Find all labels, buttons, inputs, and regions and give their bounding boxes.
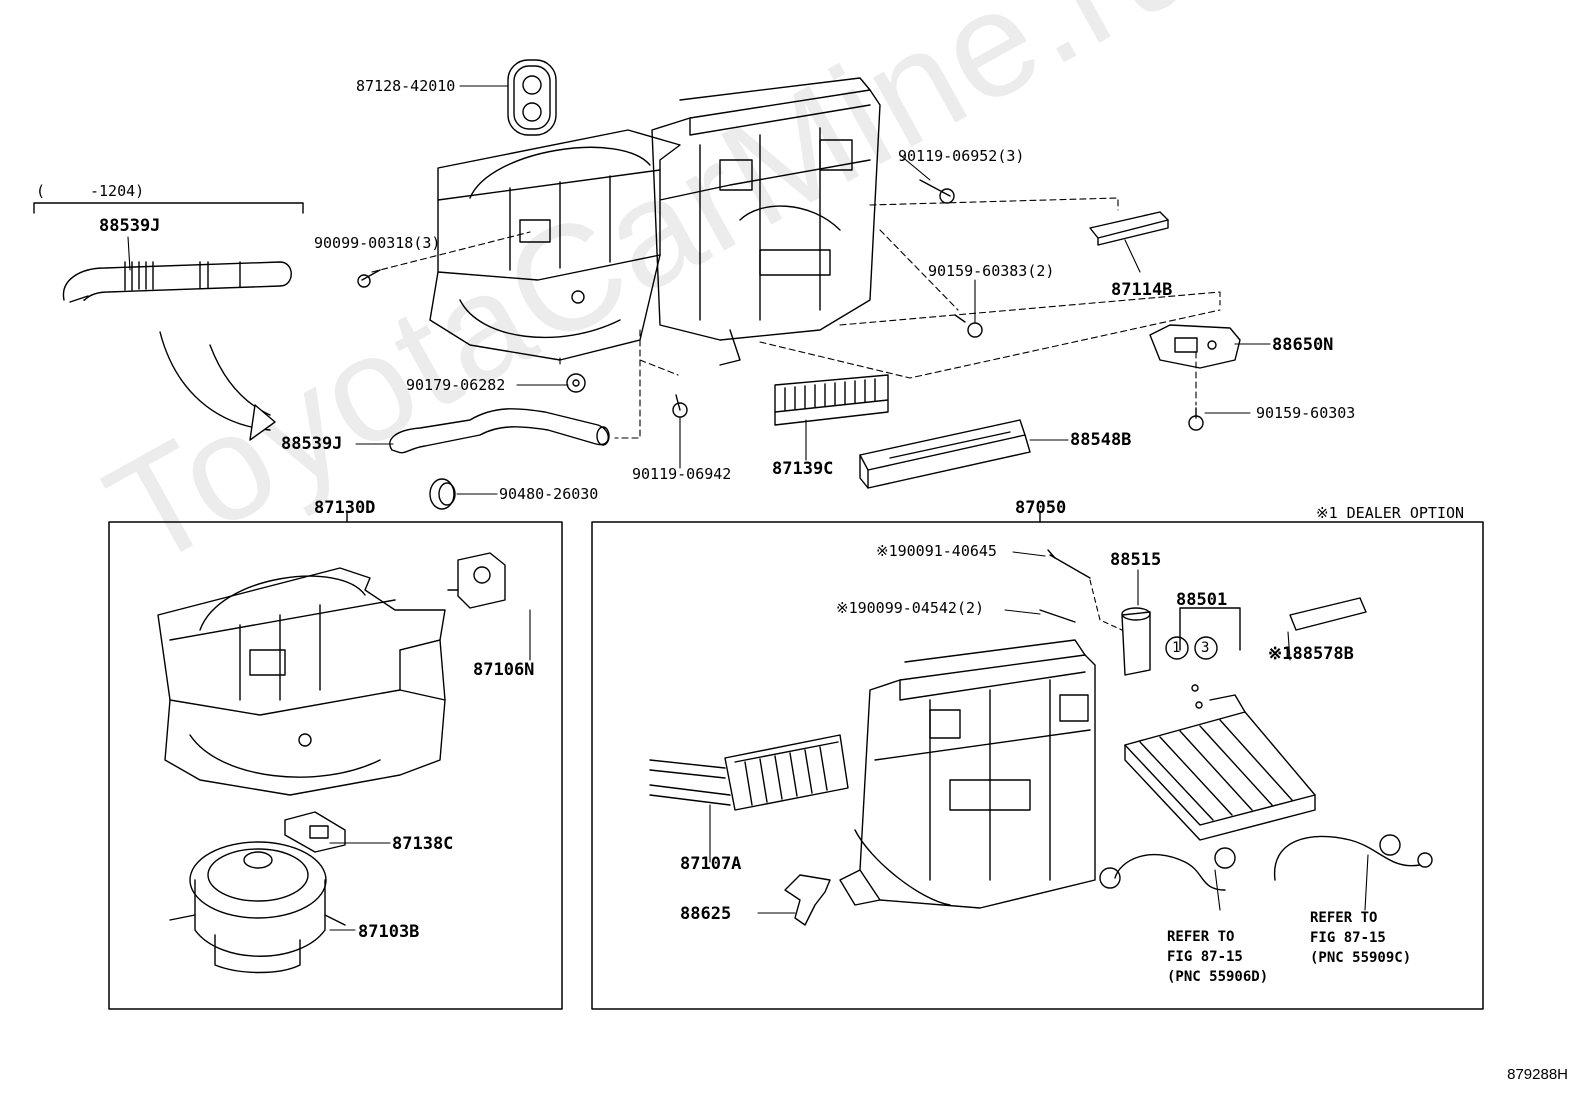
refer-left-line2: FIG 87-15 [1167, 949, 1243, 965]
circled-1-label: 1 [1172, 640, 1181, 656]
blower-87130D [157, 567, 446, 796]
label-87138C: 87138C [392, 834, 454, 854]
label-87114B: 87114B [1111, 280, 1173, 300]
sensor-55906D [1099, 847, 1236, 891]
servo-87106N [447, 552, 506, 609]
curved-arrow-icon [159, 331, 276, 441]
label-88539J-top: 88539J [99, 216, 161, 236]
hose-88539J [389, 408, 610, 454]
range-open: ( [36, 182, 46, 200]
label-90179-06282: 90179-06282 [406, 376, 506, 394]
circled-3-icon [1194, 636, 1218, 660]
refer-right-line2: FIG 87-15 [1310, 930, 1386, 946]
label-90159-60383: 90159-60383(2) [928, 262, 1055, 280]
range-value: -1204) [90, 182, 145, 200]
frame-87130D [108, 521, 563, 1010]
label-90119-06952: 90119-06952(3) [898, 147, 1025, 165]
air-conditioner-unit-87050 [839, 639, 1096, 909]
refer-note-left: REFER TO FIG 87-15 (PNC 55906D) [1167, 927, 1268, 987]
label-88625: 88625 [680, 904, 732, 924]
range-bracket [33, 202, 304, 214]
heater-core-87107A [649, 734, 849, 811]
grommet-90480-26030 [429, 478, 456, 510]
label-88539J: 88539J [281, 434, 343, 454]
filter-87114B [1089, 211, 1169, 246]
screw-90119-06952 [919, 179, 955, 204]
cover-88548B [859, 419, 1031, 489]
bolt-90091-40645 [1047, 549, 1091, 579]
refer-right-line3: (PNC 55909C) [1310, 950, 1412, 966]
blower-assembly-top [429, 129, 681, 361]
refer-left-line1: REFER TO [1167, 929, 1235, 945]
label-90480-26030: 90480-26030 [499, 485, 599, 503]
label-87139C: 87139C [772, 459, 834, 479]
motor-87103B [169, 841, 346, 974]
refer-left-line3: (PNC 55906D) [1167, 969, 1269, 985]
label-88650N: 88650N [1272, 335, 1334, 355]
refer-note-right: REFER TO FIG 87-15 (PNC 55909C) [1310, 908, 1411, 968]
air-conditioner-unit-top [651, 77, 881, 366]
label-90159-60303: 90159-60303 [1256, 404, 1356, 422]
frame-87050 [591, 521, 1484, 1010]
label-88515: 88515 [1110, 550, 1162, 570]
label-87130D: 87130D [314, 498, 376, 518]
sensor-55909C [1273, 834, 1433, 881]
label-87128-42010: 87128-42010 [356, 77, 456, 95]
screw-90099-00318 [357, 269, 381, 288]
sensor-88650N [1149, 324, 1241, 369]
label-87103B: 87103B [358, 922, 420, 942]
label-88501: 88501 [1176, 590, 1228, 610]
refer-right-line1: REFER TO [1310, 910, 1378, 926]
label-90119-06942: 90119-06942 [632, 465, 732, 483]
label-87050: 87050 [1015, 498, 1067, 518]
evaporator-88501 [1124, 607, 1316, 841]
label-87106N: 87106N [473, 660, 535, 680]
figure-id: 879288H [1507, 1066, 1568, 1083]
label-87107A: 87107A [680, 854, 742, 874]
hose-88539J-top [62, 261, 292, 303]
label-90091-40645: ※190091-40645 [876, 542, 997, 560]
sensor-88625 [784, 874, 831, 926]
nut-90179-06282 [566, 373, 586, 393]
filter-87139C [774, 374, 889, 426]
label-88548B: 88548B [1070, 430, 1132, 450]
label-90099-00318: 90099-00318(3) [314, 234, 441, 252]
resistor-87138C [284, 811, 346, 853]
dealer-option-note: ※1 DEALER OPTION [1316, 504, 1465, 522]
screw-90159-60303 [1188, 407, 1204, 431]
label-90099-04542: ※190099-04542(2) [836, 599, 985, 617]
dashed-leader-lines [371, 197, 1221, 439]
label-88578B: ※188578B [1268, 644, 1354, 664]
bolt-90099-04542 [1039, 609, 1076, 623]
screw-90119-06942 [672, 394, 688, 418]
leader-lines [127, 85, 1369, 931]
circled-1-icon [1165, 636, 1189, 660]
filter-88578B [1289, 597, 1367, 631]
seal-87128-42010 [507, 59, 557, 136]
screw-90159-60383 [954, 314, 983, 338]
circled-3-label: 3 [1201, 640, 1210, 656]
valve-88515 [1089, 579, 1151, 676]
